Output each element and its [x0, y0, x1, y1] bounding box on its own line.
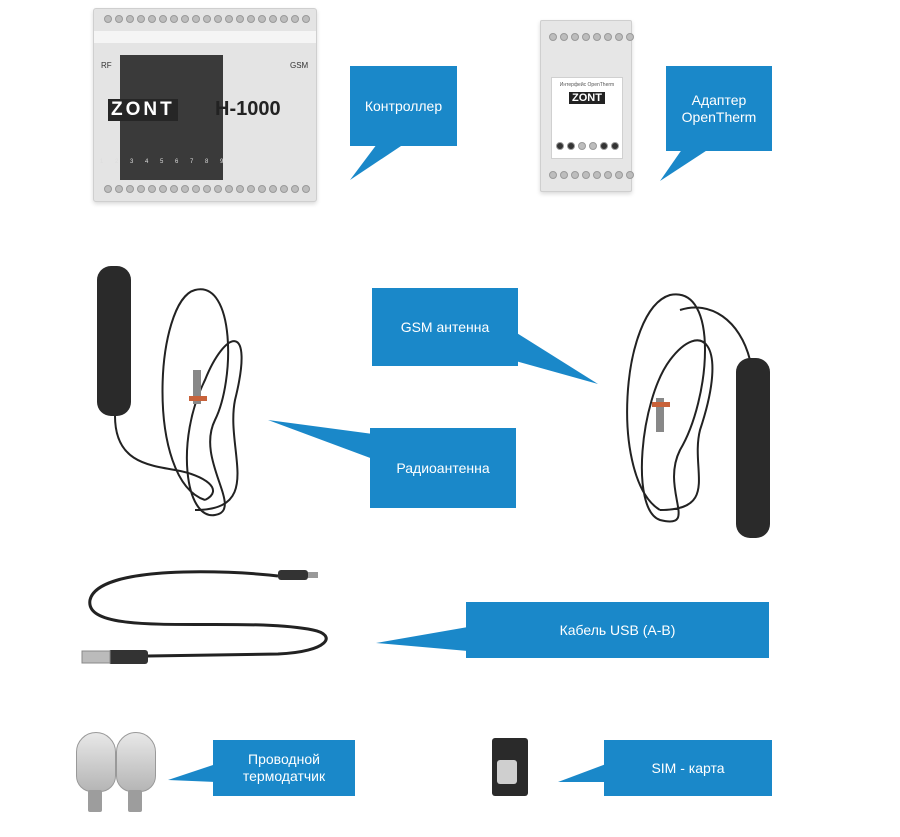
callout-gsm-pointer	[512, 330, 598, 384]
controller-image: RF GSM ZONT H-1000 1 2 3 4 5 6 7 8 9	[93, 8, 317, 202]
callout-usb-pointer	[376, 627, 468, 651]
callout-sim-card: SIM - карта	[604, 740, 772, 796]
controller-brand: ZONT	[108, 99, 178, 121]
callout-radio-antenna: Радиоантенна	[370, 428, 516, 508]
adapter-image: Интерфейс OpenTherm ZONT	[540, 20, 634, 192]
callout-adapter-pointer	[660, 145, 715, 181]
sim-chip	[497, 760, 517, 784]
gsm-antenna-image	[626, 293, 770, 538]
controller-bottom-terminals	[104, 185, 310, 193]
callout-sim-card-text: SIM - карта	[651, 759, 725, 776]
controller-top-terminals	[104, 15, 310, 23]
sensor-plug-left	[88, 790, 102, 812]
adapter-leds	[556, 142, 619, 150]
callout-adapter-line2: OpenTherm	[681, 108, 757, 125]
callout-adapter-line1: Адаптер	[691, 91, 747, 108]
sim-card-image	[492, 738, 528, 796]
controller-top-strip	[94, 31, 316, 43]
callout-usb-cable-text: Кабель USB (A-B)	[559, 621, 676, 638]
callout-gsm-antenna: GSM антенна	[372, 288, 518, 366]
controller-terminal-numbers: 1 2 3 4 5 6 7 8 9	[100, 159, 229, 165]
callout-controller: Контроллер	[350, 66, 457, 146]
callout-radio-pointer	[268, 420, 373, 459]
callout-wired-sensor-line1: Проводной	[248, 751, 320, 767]
sensor-plug-right	[128, 790, 142, 812]
callout-wired-sensor: Проводной термодатчик	[213, 740, 355, 796]
controller-gsm-label: GSM	[290, 61, 309, 70]
callout-wired-sensor-pointer	[168, 764, 216, 782]
controller-rf-label: RF	[101, 61, 112, 70]
callout-controller-pointer	[350, 140, 410, 180]
callout-wired-sensor-line2: термодатчик	[242, 768, 326, 784]
adapter-top-terminals	[549, 33, 634, 41]
callout-controller-text: Контроллер	[364, 97, 443, 114]
radio-antenna-image	[97, 266, 243, 517]
callout-sim-pointer	[558, 764, 606, 782]
sensor-body-right	[116, 732, 156, 792]
controller-model: H-1000	[215, 98, 281, 120]
sensor-body-left	[76, 732, 116, 792]
callout-adapter: Адаптер OpenTherm	[666, 66, 772, 151]
adapter-face-title: Интерфейс OpenTherm	[559, 82, 615, 88]
adapter-bottom-terminals	[549, 171, 634, 179]
callout-usb-cable: Кабель USB (A-B)	[466, 602, 769, 658]
usb-cable-image	[81, 570, 328, 664]
adapter-brand: ZONT	[569, 92, 605, 104]
callout-gsm-antenna-text: GSM антенна	[400, 318, 490, 335]
callout-radio-antenna-text: Радиоантенна	[396, 459, 490, 476]
adapter-face: Интерфейс OpenTherm ZONT	[551, 77, 623, 159]
